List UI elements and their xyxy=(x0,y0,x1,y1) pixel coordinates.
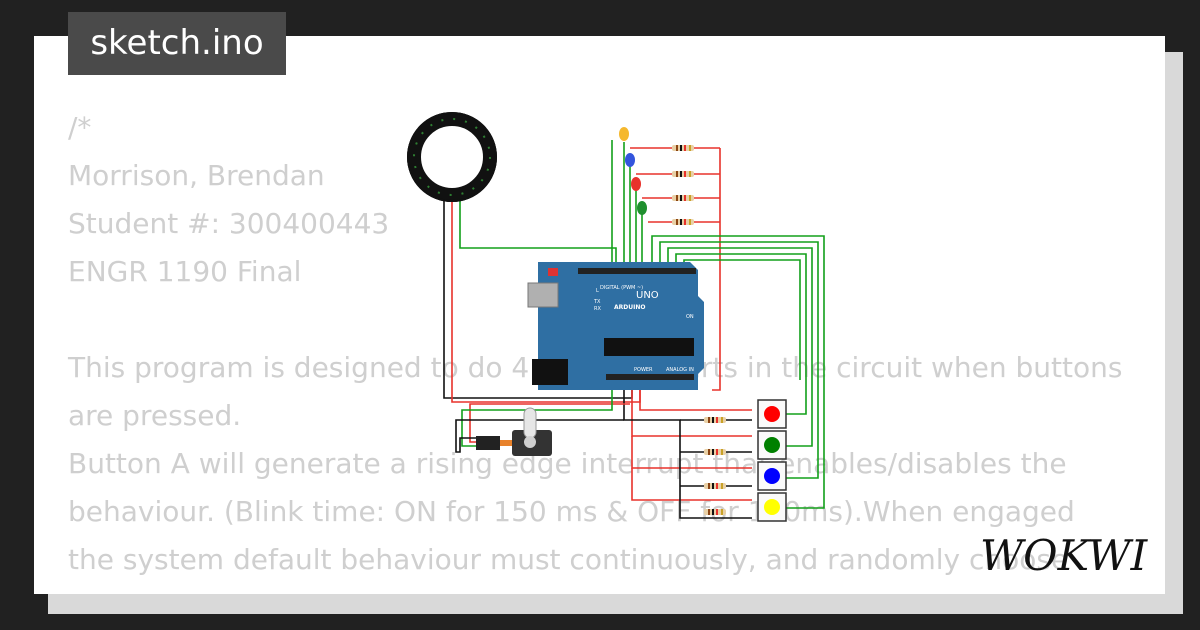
board-on-label: ON xyxy=(686,314,694,320)
code-line: Button A will generate a rising edge int… xyxy=(68,447,1067,480)
code-line: behaviour. (Blink time: ON for 150 ms & … xyxy=(68,495,1075,528)
resistor xyxy=(704,483,726,489)
neopixel-ring xyxy=(407,112,497,202)
code-line: Student #: 300400443 xyxy=(68,207,390,240)
led-yellow xyxy=(619,127,629,141)
board-digital-label: DIGITAL (PWM ~) xyxy=(600,285,643,291)
code-line: are pressed. xyxy=(68,399,242,432)
resistor xyxy=(704,509,726,515)
board-power-label: POWER xyxy=(634,367,653,373)
board-l-label: L xyxy=(596,288,599,294)
resistor xyxy=(704,449,726,455)
code-line: - One blink of the disco a Green LED xyxy=(68,584,1165,594)
resistor xyxy=(672,171,694,177)
pushbutton-red xyxy=(757,399,787,429)
board-brand-label: ARDUINO xyxy=(614,304,645,311)
board-model-label: UNO xyxy=(636,290,659,301)
servo xyxy=(476,407,552,456)
pushbutton-blue xyxy=(757,461,787,491)
led-blue xyxy=(625,153,635,167)
pushbutton-green xyxy=(757,430,787,460)
code-line: the system default behaviour must contin… xyxy=(68,543,1069,576)
wokwi-logo: WOKWI xyxy=(980,531,1149,580)
resistor xyxy=(704,417,726,423)
resistor xyxy=(672,219,694,225)
code-line: /* xyxy=(68,111,92,144)
led-red xyxy=(631,177,641,191)
resistor xyxy=(672,145,694,151)
board-tx-label: TX xyxy=(593,299,601,305)
pushbutton-yellow xyxy=(757,492,787,522)
led-green xyxy=(637,201,647,215)
code-line: Morrison, Brendan xyxy=(68,159,325,192)
code-line: ENGR 1190 Final xyxy=(68,255,302,288)
arduino-uno: DIGITAL (PWM ~) UNO ARDUINO TX RX L ON P… xyxy=(527,262,704,390)
file-title: sketch.ino xyxy=(68,12,286,75)
board-analog-label: ANALOG IN xyxy=(666,367,694,373)
resistor xyxy=(672,195,694,201)
board-rx-label: RX xyxy=(594,306,601,312)
wokwi-logo-text: WOKWI xyxy=(980,531,1149,580)
code-preview: /* Morrison, Brendan Student #: 30040044… xyxy=(68,104,1165,594)
